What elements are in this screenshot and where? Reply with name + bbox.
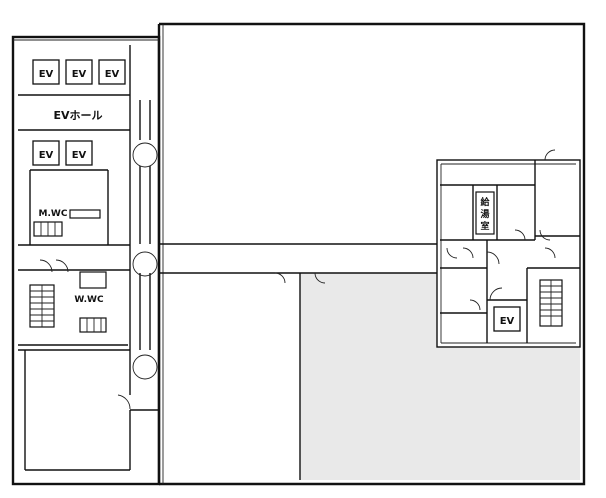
kitchenette-label-1: 給 <box>480 196 490 208</box>
elevator-4-label: EV <box>39 150 54 161</box>
building-outline <box>11 22 586 486</box>
mens-wc-label: M.WC <box>39 209 68 219</box>
elevator-3 <box>98 59 126 85</box>
door-swings <box>39 142 326 410</box>
elevator-5-label: EV <box>72 150 87 161</box>
elevator-east: EV <box>493 306 521 332</box>
ev-hall-label: EVホール <box>53 109 102 122</box>
elevator-6-label: EV <box>500 316 515 327</box>
elevator-5 <box>65 140 93 166</box>
elevator-2-label: EV <box>72 69 87 80</box>
kitchenette-label-3: 室 <box>480 220 489 232</box>
east-core <box>436 149 581 348</box>
elevator-1 <box>32 59 60 85</box>
mens-wc: M.WC <box>33 209 101 237</box>
core-walls <box>18 45 159 471</box>
shaded-area <box>300 273 580 480</box>
womens-wc: W.WC <box>74 271 107 333</box>
elevator-4 <box>32 140 60 166</box>
kitchenette-label-2: 湯 <box>480 208 489 220</box>
elevator-bank-lower: EV EV <box>32 140 93 166</box>
elevator-2 <box>65 59 93 85</box>
elevator-1-label: EV <box>39 69 54 80</box>
stair-east <box>539 279 563 327</box>
stair-west <box>29 284 55 328</box>
corridor <box>160 243 437 480</box>
elevator-3-label: EV <box>105 69 120 80</box>
womens-wc-label: W.WC <box>74 295 104 305</box>
elevator-6 <box>493 306 521 332</box>
elevator-bank-upper: EV EV EV <box>32 59 126 85</box>
kitchenette: 給 湯 室 <box>475 191 495 235</box>
